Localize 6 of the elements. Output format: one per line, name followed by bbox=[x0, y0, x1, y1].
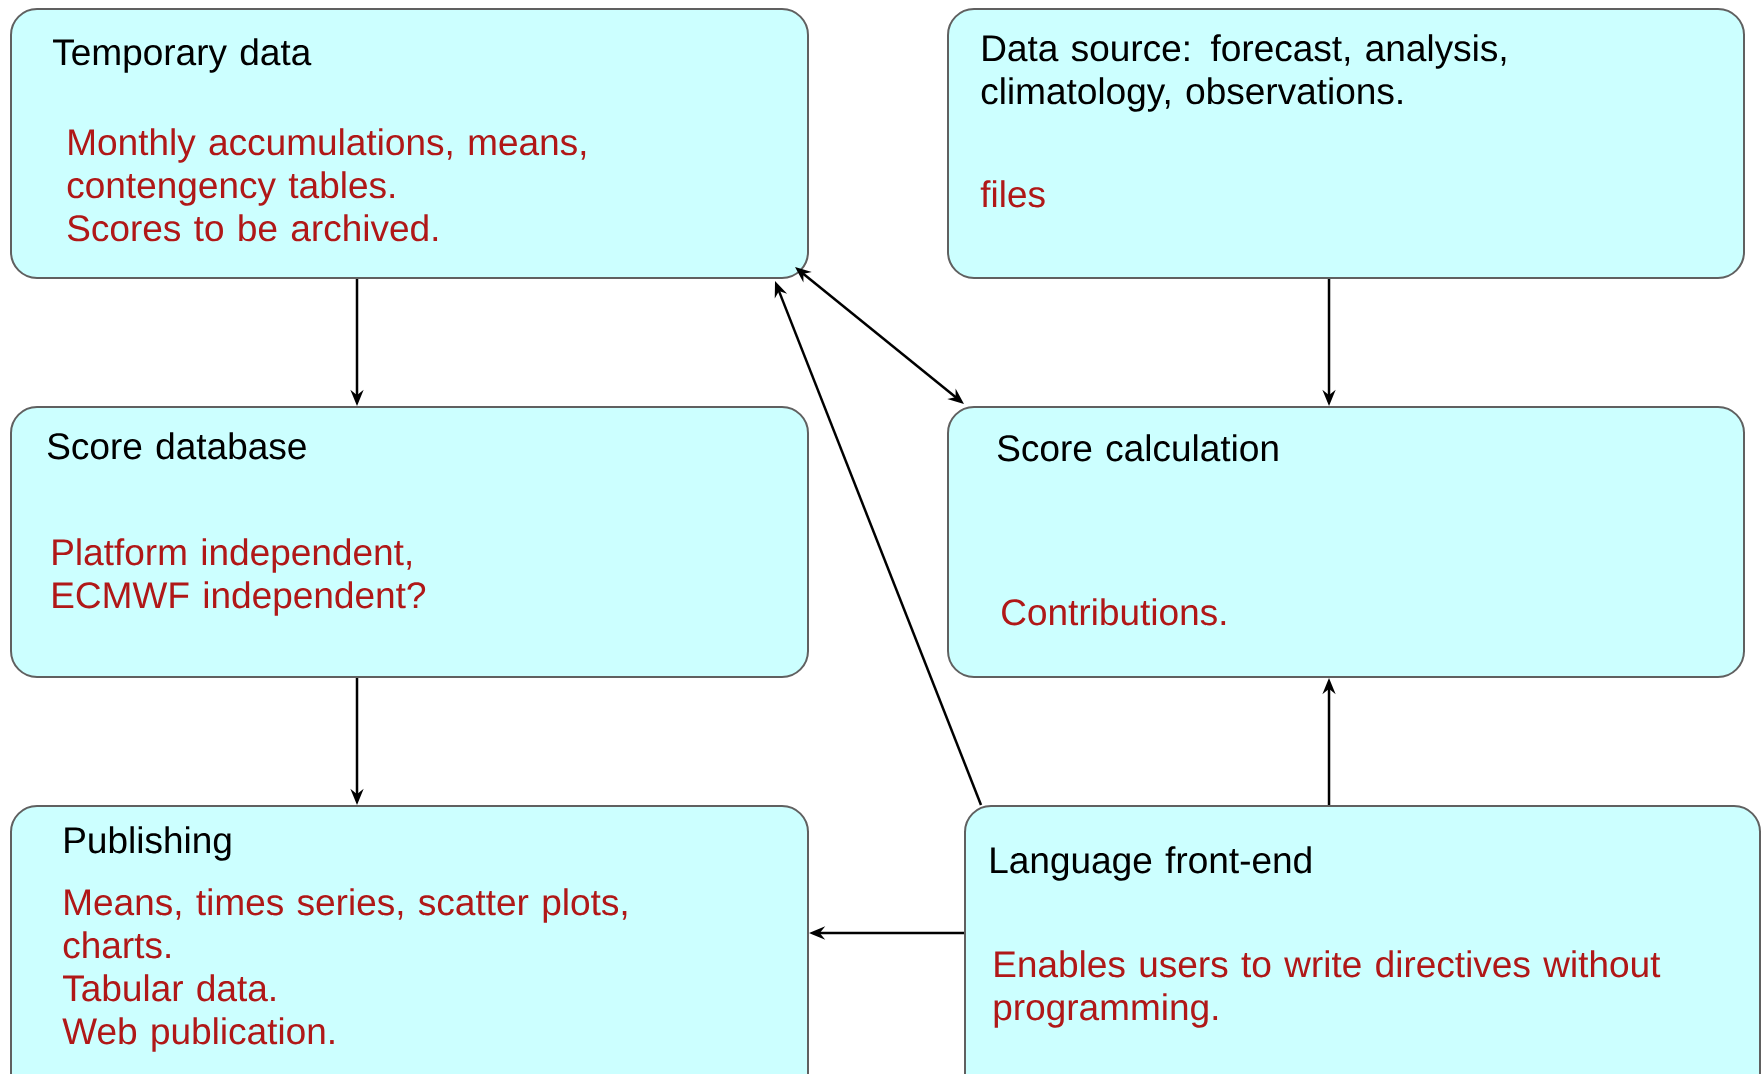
process-box: Data source: forecast, analysis, climatology, observations. files bbox=[947, 8, 1745, 279]
process-box: Score calculation Contributions. bbox=[947, 406, 1745, 678]
process-box: Score database Platform independent, ECMWF independent? bbox=[10, 406, 809, 678]
process-box: Publishing Means, times series, scatter plots, charts. Tabular data. Web publication. bbox=[10, 805, 809, 1074]
process-box: Temporary data Monthly accumulations, means, contengency tables. Scores to be archived. bbox=[10, 8, 809, 279]
process-box: Language front-end Enables users to write directives without programming. bbox=[964, 805, 1761, 1074]
